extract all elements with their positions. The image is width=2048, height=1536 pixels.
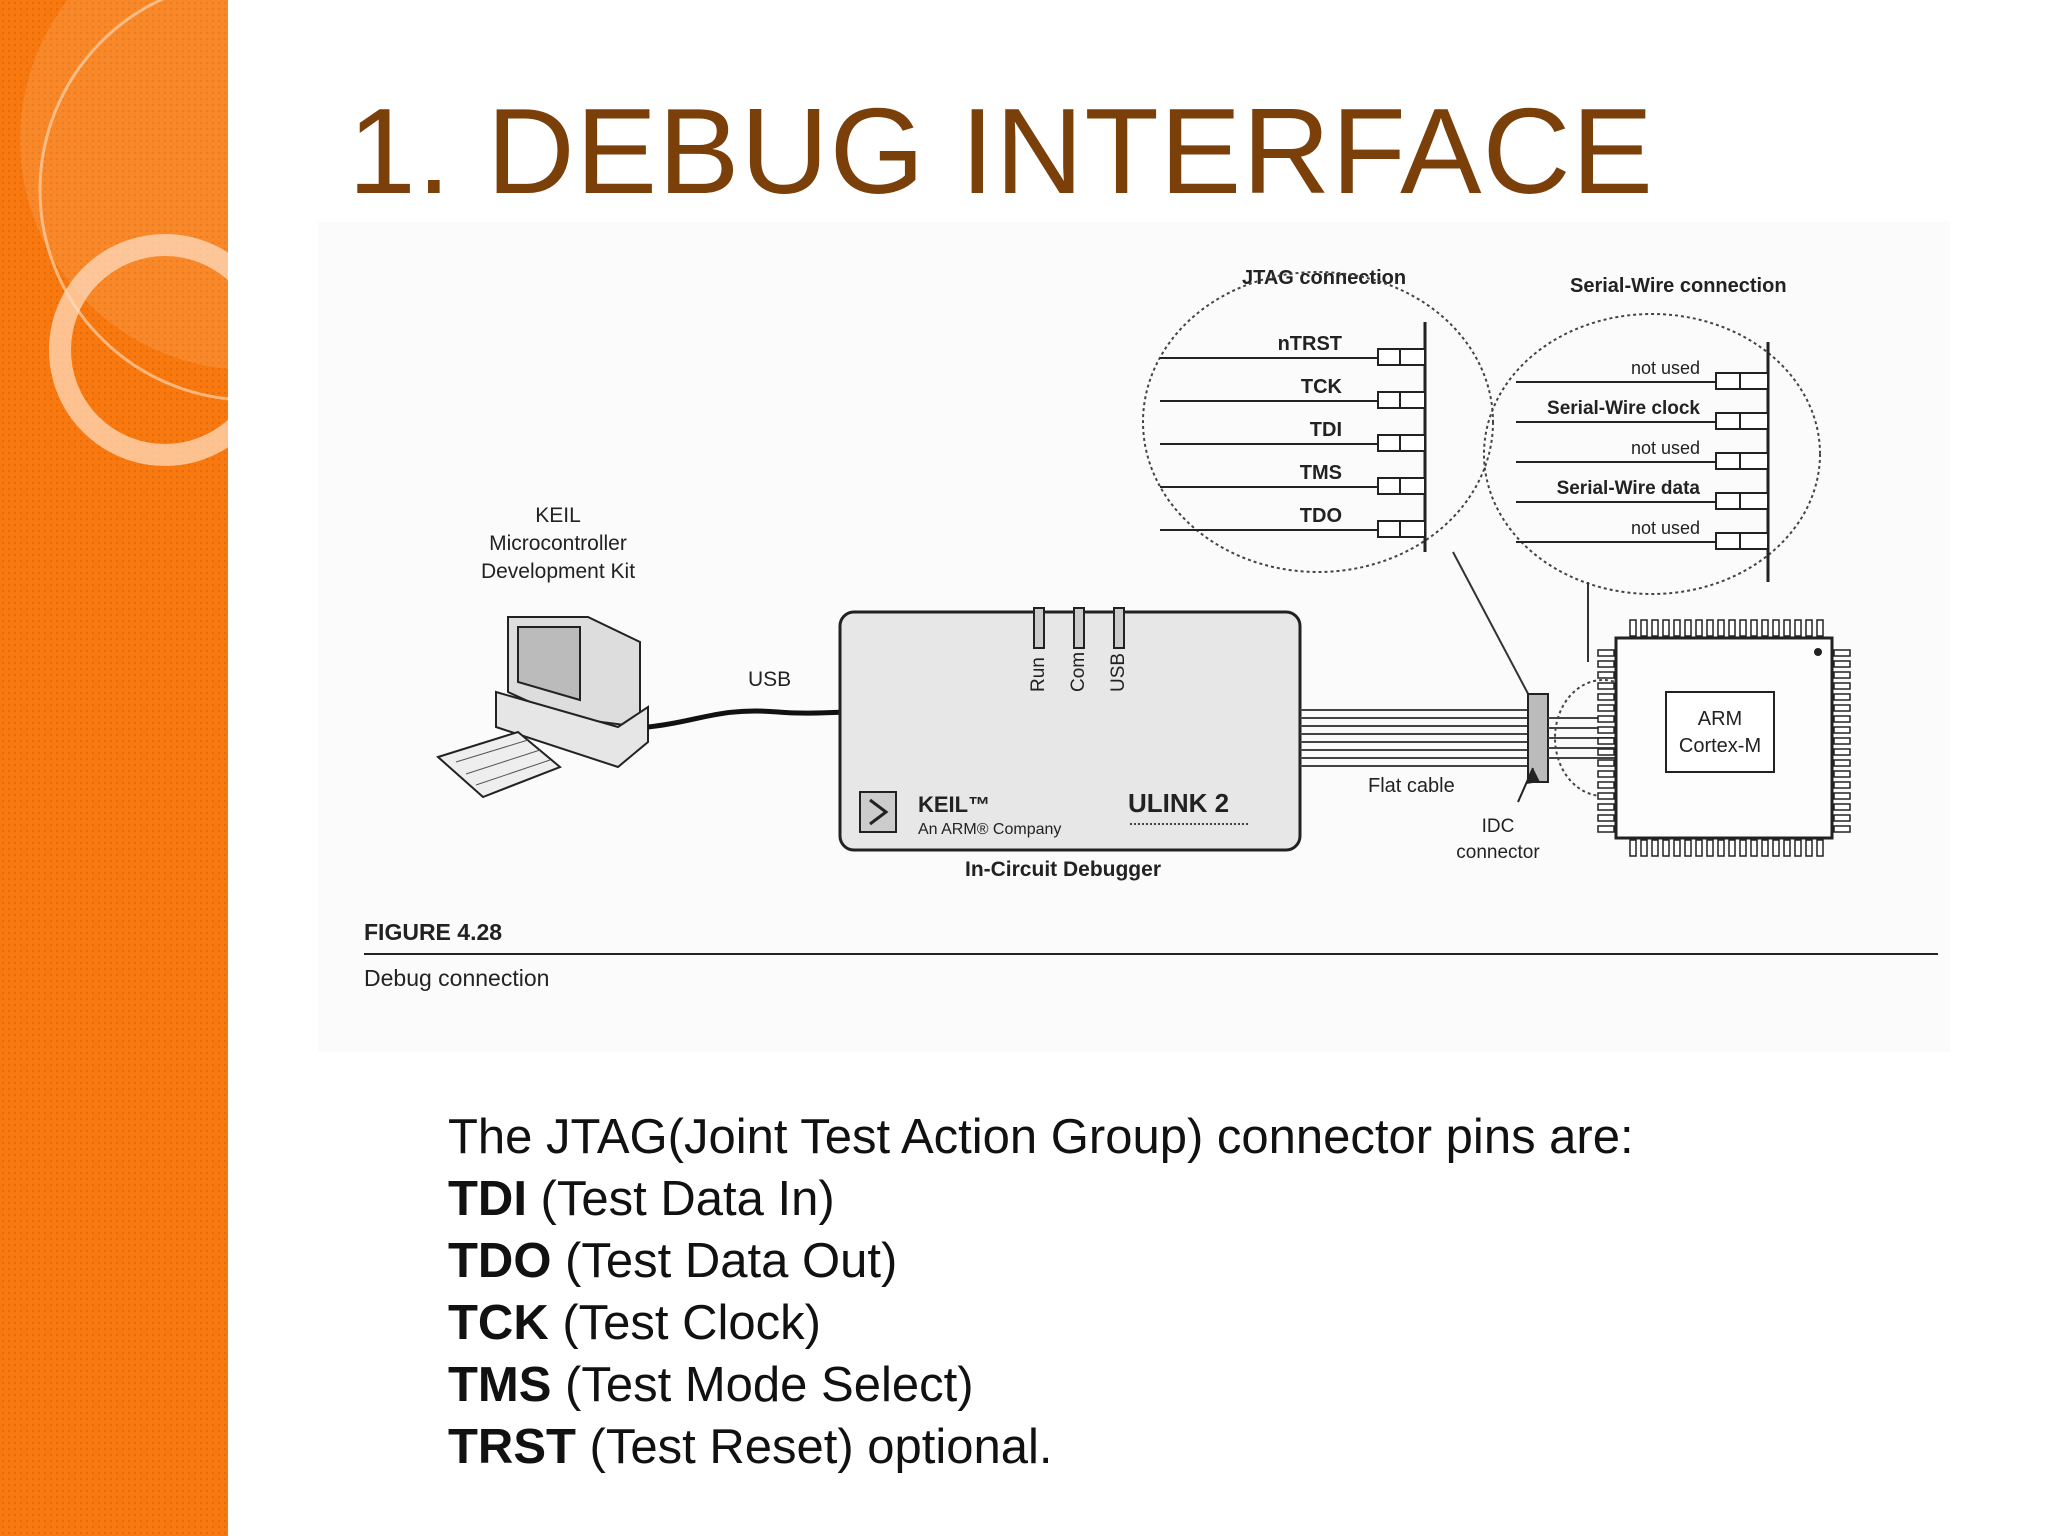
led-com-label: Com — [1068, 652, 1089, 692]
flat-cable-label: Flat cable — [1368, 775, 1455, 797]
idc-label-line1: IDC — [1482, 816, 1515, 837]
chip-label-line1: ARM — [1698, 708, 1742, 730]
keil-sub: An ARM® Company — [918, 821, 1061, 838]
arm-cortex-m-chip: ARM Cortex-M — [1597, 619, 1851, 857]
pin-code: TDI — [448, 1172, 527, 1226]
pin-description-list: The JTAG(Joint Test Action Group) connec… — [448, 1106, 1634, 1478]
jtag-pin-label: TMS — [1300, 462, 1342, 484]
pin-code: TDO — [448, 1234, 552, 1288]
jtag-pin-label: TDI — [1310, 419, 1342, 441]
in-circuit-debugger: Run Com USB KEIL™ An ARM® Company ULINK … — [838, 607, 1302, 881]
decorative-rings — [20, 0, 228, 466]
jtag-pin-label: nTRST — [1278, 333, 1342, 355]
pin-desc: (Test Data Out) — [551, 1234, 898, 1288]
debug-connection-figure: JTAG connection nTRST TCK TDI TMS TDO Serial… — [318, 222, 1950, 1052]
figure-number: FIGURE 4.28 — [364, 919, 502, 945]
serial-wire-pin-label: not used — [1631, 518, 1700, 538]
pin-item: TCK (Test Clock) — [448, 1292, 1634, 1354]
keil-brand: KEIL™ — [918, 792, 990, 817]
pin-item: TMS (Test Mode Select) — [448, 1354, 1634, 1416]
figure-caption: FIGURE 4.28 Debug connection — [364, 919, 1938, 991]
led-usb-label: USB — [1108, 653, 1129, 692]
debug-diagram: JTAG connection nTRST TCK TDI TMS TDO Serial… — [364, 267, 1938, 991]
pin-code: TRST — [448, 1420, 576, 1474]
idc-label-line2: connector — [1456, 842, 1540, 863]
figure-caption-text: Debug connection — [364, 965, 549, 991]
jtag-title: JTAG connection — [1242, 267, 1406, 289]
pin-desc: (Test Data In) — [526, 1172, 835, 1226]
pin-desc: (Test Clock) — [548, 1296, 821, 1350]
usb-cable-label: USB — [748, 668, 791, 691]
computer-illustration: KEIL Microcontroller Development Kit USB — [436, 504, 920, 799]
serial-wire-connection-callout: Serial-Wire connection not usedSerial-Wi… — [1483, 275, 1821, 595]
pc-label-line2: Microcontroller — [489, 532, 627, 555]
flat-cable: Flat cable — [1300, 709, 1528, 797]
pin-desc: (Test Mode Select) — [551, 1358, 974, 1412]
serial-wire-title: Serial-Wire connection — [1570, 275, 1787, 297]
serial-wire-pin-label: Serial-Wire clock — [1547, 398, 1700, 419]
slide-title: 1. DEBUG INTERFACE — [348, 83, 1655, 219]
pin-desc: (Test Reset) optional. — [575, 1420, 1053, 1474]
pc-label-line3: Development Kit — [481, 560, 635, 583]
serial-wire-pin-label: not used — [1631, 358, 1700, 378]
jtag-pin-label: TCK — [1301, 376, 1343, 398]
keil-logo — [859, 791, 897, 833]
pin-item: TDO (Test Data Out) — [448, 1230, 1634, 1292]
pc-label-line1: KEIL — [535, 504, 581, 527]
pin-item: TDI (Test Data In) — [448, 1168, 1634, 1230]
chip-label-line2: Cortex-M — [1679, 735, 1761, 757]
decorative-sidebar — [0, 0, 228, 1536]
led-run-label: Run — [1028, 657, 1049, 692]
pin-item: TRST (Test Reset) optional. — [448, 1416, 1634, 1478]
ulink-brand: ULINK 2 — [1128, 788, 1229, 818]
pin-code: TMS — [448, 1358, 552, 1412]
jtag-connection-callout: JTAG connection nTRST TCK TDI TMS TDO — [1142, 267, 1494, 573]
serial-wire-pin-label: not used — [1631, 438, 1700, 458]
pin-code: TCK — [448, 1296, 549, 1350]
serial-wire-pin-label: Serial-Wire data — [1557, 478, 1701, 499]
jtag-pin-label: TDO — [1300, 505, 1342, 527]
intro-text: The JTAG(Joint Test Action Group) connec… — [448, 1110, 1634, 1164]
debugger-label: In-Circuit Debugger — [965, 858, 1161, 881]
